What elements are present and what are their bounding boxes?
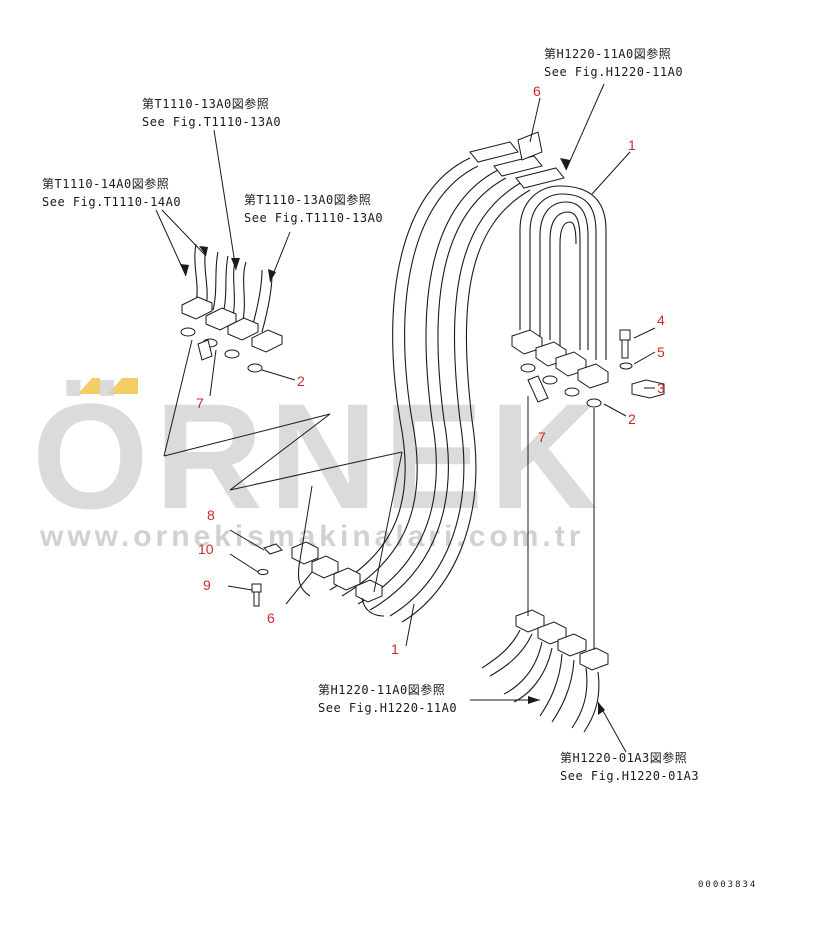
watermark-brand: ÖRNEK xyxy=(32,372,604,540)
ref-t1110-13a0-right-en: See Fig.T1110-13A0 xyxy=(244,211,383,225)
ref-t1110-13a0-top-jp: 第T1110-13A0図参照 xyxy=(142,96,269,111)
callout-1-bottom: 1 xyxy=(391,641,399,657)
ref-h1220-11a0-bottom-en: See Fig.H1220-11A0 xyxy=(318,701,457,715)
long-hose-set xyxy=(329,131,565,623)
callout-8: 8 xyxy=(207,507,215,523)
bottom-right-flanges xyxy=(481,609,609,733)
callout-2-left: 2 xyxy=(297,373,305,389)
ref-t1110-13a0-top-en: See Fig.T1110-13A0 xyxy=(142,115,281,129)
callout-6-top: 6 xyxy=(533,83,541,99)
callout-4: 4 xyxy=(657,312,665,328)
callout-7-right: 7 xyxy=(538,429,546,445)
callout-10: 10 xyxy=(198,541,214,557)
callout-5: 5 xyxy=(657,344,665,360)
leader-lines xyxy=(155,83,656,753)
arrowheads xyxy=(180,158,605,715)
drawing-code: 00003834 xyxy=(698,880,757,890)
ref-t1110-14a0-en: See Fig.T1110-14A0 xyxy=(42,195,181,209)
ref-h1220-11a0-bottom-jp: 第H1220-11A0図参照 xyxy=(318,682,445,697)
ref-h1220-11a0-top-en: See Fig.H1220-11A0 xyxy=(544,65,683,79)
watermark-accent-right xyxy=(108,378,138,394)
ref-h1220-01a3-en: See Fig.H1220-01A3 xyxy=(560,769,699,783)
right-fasteners xyxy=(619,329,665,399)
callout-9: 9 xyxy=(203,577,211,593)
watermark: ÖRNEK www.ornekismakinalari.com.tr xyxy=(32,372,604,553)
ref-t1110-13a0-right-jp: 第T1110-13A0図参照 xyxy=(244,192,371,207)
right-vertical-hose-assembly xyxy=(511,185,609,408)
callout-7-left: 7 xyxy=(196,395,204,411)
callout-3: 3 xyxy=(657,380,665,396)
callout-2-right: 2 xyxy=(628,411,636,427)
watermark-accent-left xyxy=(78,378,100,394)
left-upper-hose-assembly xyxy=(180,243,283,373)
callout-6-bottom: 6 xyxy=(267,610,275,626)
ref-h1220-01a3-jp: 第H1220-01A3図参照 xyxy=(560,750,687,765)
ref-h1220-11a0-top-jp: 第H1220-11A0図参照 xyxy=(544,46,671,61)
callout-1-top: 1 xyxy=(628,137,636,153)
bottom-left-flanges xyxy=(251,541,385,617)
ref-t1110-14a0-jp: 第T1110-14A0図参照 xyxy=(42,176,169,191)
